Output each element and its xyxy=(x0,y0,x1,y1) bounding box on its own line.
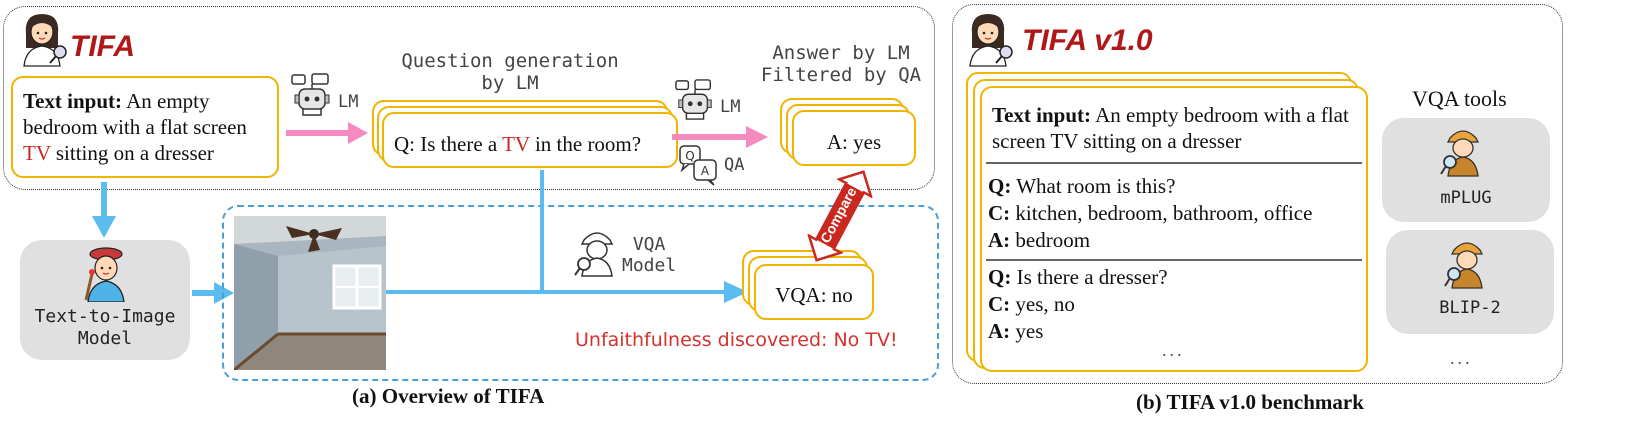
unfaithful-text: Unfaithfulness discovered: No TV! xyxy=(575,329,898,351)
answer-card: A: yes xyxy=(792,110,916,166)
t2i-line2: Model xyxy=(77,328,133,349)
question-part1: Q: Is there a xyxy=(394,132,503,156)
divider-1 xyxy=(986,162,1362,164)
bench-text-input-text: An empty bedroom with a flat screen TV s… xyxy=(992,103,1349,153)
arrow-t2i-to-image xyxy=(192,282,234,304)
vqa-model-line2: Model xyxy=(622,255,677,276)
arrow-text-to-question xyxy=(286,122,368,144)
c2-label: C: xyxy=(988,292,1011,316)
divider-2 xyxy=(986,259,1362,261)
question-gen-line2: by LM xyxy=(481,72,539,94)
lm-label-2: LM xyxy=(720,97,741,117)
answer-header-line2: Filtered by QA xyxy=(760,64,922,86)
detective-girl-icon-2 xyxy=(969,14,1013,67)
q2-label: Q: xyxy=(988,265,1012,289)
a1-text: bedroom xyxy=(1010,228,1091,252)
tool-label-blip2: BLIP-2 xyxy=(1439,298,1501,318)
q1-text: What room is this? xyxy=(1011,174,1176,198)
t2i-line1: Text-to-Image xyxy=(34,306,176,327)
detective-icon-mplug xyxy=(1440,130,1480,177)
question-highlight: TV xyxy=(502,132,530,156)
robot-icon-2 xyxy=(675,79,712,120)
q1-label: Q: xyxy=(988,174,1012,198)
question-part2: in the room? xyxy=(529,132,642,156)
a2-text: yes xyxy=(1010,319,1044,343)
detective-icon xyxy=(574,232,614,277)
q2-text: Is there a dresser? xyxy=(1011,265,1168,289)
generated-image xyxy=(234,216,386,370)
qa-bubble-icon: Q A xyxy=(679,145,717,186)
a1-label: A: xyxy=(988,228,1011,252)
text-input-card: Text input: An empty bedroom with a flat… xyxy=(11,76,279,178)
qa-label: QA xyxy=(724,155,745,175)
detective-icon-blip2 xyxy=(1444,242,1484,289)
detective-girl-icon xyxy=(23,14,67,67)
benchmark-panel xyxy=(952,4,1563,384)
overview-caption: (a) Overview of TIFA xyxy=(352,384,545,408)
question-gen-header: Question generation by LM xyxy=(380,50,640,94)
arrow-text-to-t2i xyxy=(92,182,116,238)
svg-text:Q: Q xyxy=(685,149,694,163)
vqa-answer: VQA: no xyxy=(775,283,853,307)
text-input-label: Text input: xyxy=(23,89,123,113)
question-card: Q: Is there a TV in the room? xyxy=(382,112,678,168)
text-input-part2: sitting on a dresser xyxy=(50,141,214,165)
qa-block-2: Q: Is there a dresser? C: yes, no A: yes xyxy=(988,264,1168,345)
vqa-tools-title: VQA tools xyxy=(1412,86,1507,111)
benchmark-caption: (b) TIFA v1.0 benchmark xyxy=(1136,390,1364,414)
painter-icon xyxy=(84,247,125,302)
answer-header: Answer by LM Filtered by QA xyxy=(750,42,932,86)
arrow-question-to-answer xyxy=(672,126,768,148)
overview-title: TIFA xyxy=(70,30,135,63)
vqa-model-label: VQA Model xyxy=(622,234,676,276)
benchmark-title: TIFA v1.0 xyxy=(1022,24,1153,57)
vqa-region xyxy=(222,205,939,381)
tools-ellipsis: ... xyxy=(1450,348,1473,368)
tool-label-mplug: mPLUG xyxy=(1440,188,1492,208)
answer-text: A: yes xyxy=(826,130,882,154)
vqa-card: VQA: no xyxy=(754,264,874,320)
arrow-image-to-vqa xyxy=(386,170,748,303)
svg-text:A: A xyxy=(701,164,710,178)
bench-text-input: Text input: An empty bedroom with a flat… xyxy=(992,102,1362,154)
bench-ellipsis: ... xyxy=(1162,340,1185,360)
c1-label: C: xyxy=(988,201,1011,225)
text-input-highlight: TV xyxy=(23,141,51,165)
a2-label: A: xyxy=(988,319,1011,343)
vqa-model-line1: VQA xyxy=(632,234,666,255)
answer-header-line1: Answer by LM xyxy=(772,42,910,64)
bench-text-input-label: Text input: xyxy=(992,103,1092,127)
t2i-model-label: Text-to-Image Model xyxy=(20,306,190,350)
overview-panel xyxy=(3,6,935,190)
lm-label-1: LM xyxy=(338,92,359,112)
bench-card xyxy=(980,86,1368,372)
robot-icon xyxy=(291,73,330,116)
c1-text: kitchen, bedroom, bathroom, office xyxy=(1010,201,1313,225)
qa-block-1: Q: What room is this? C: kitchen, bedroo… xyxy=(988,173,1312,254)
compare-arrow-icon: Compare xyxy=(798,161,882,272)
text-input-part1: An empty bedroom with a flat screen xyxy=(23,89,247,139)
c2-text: yes, no xyxy=(1010,292,1075,316)
question-gen-line1: Question generation xyxy=(401,50,619,72)
